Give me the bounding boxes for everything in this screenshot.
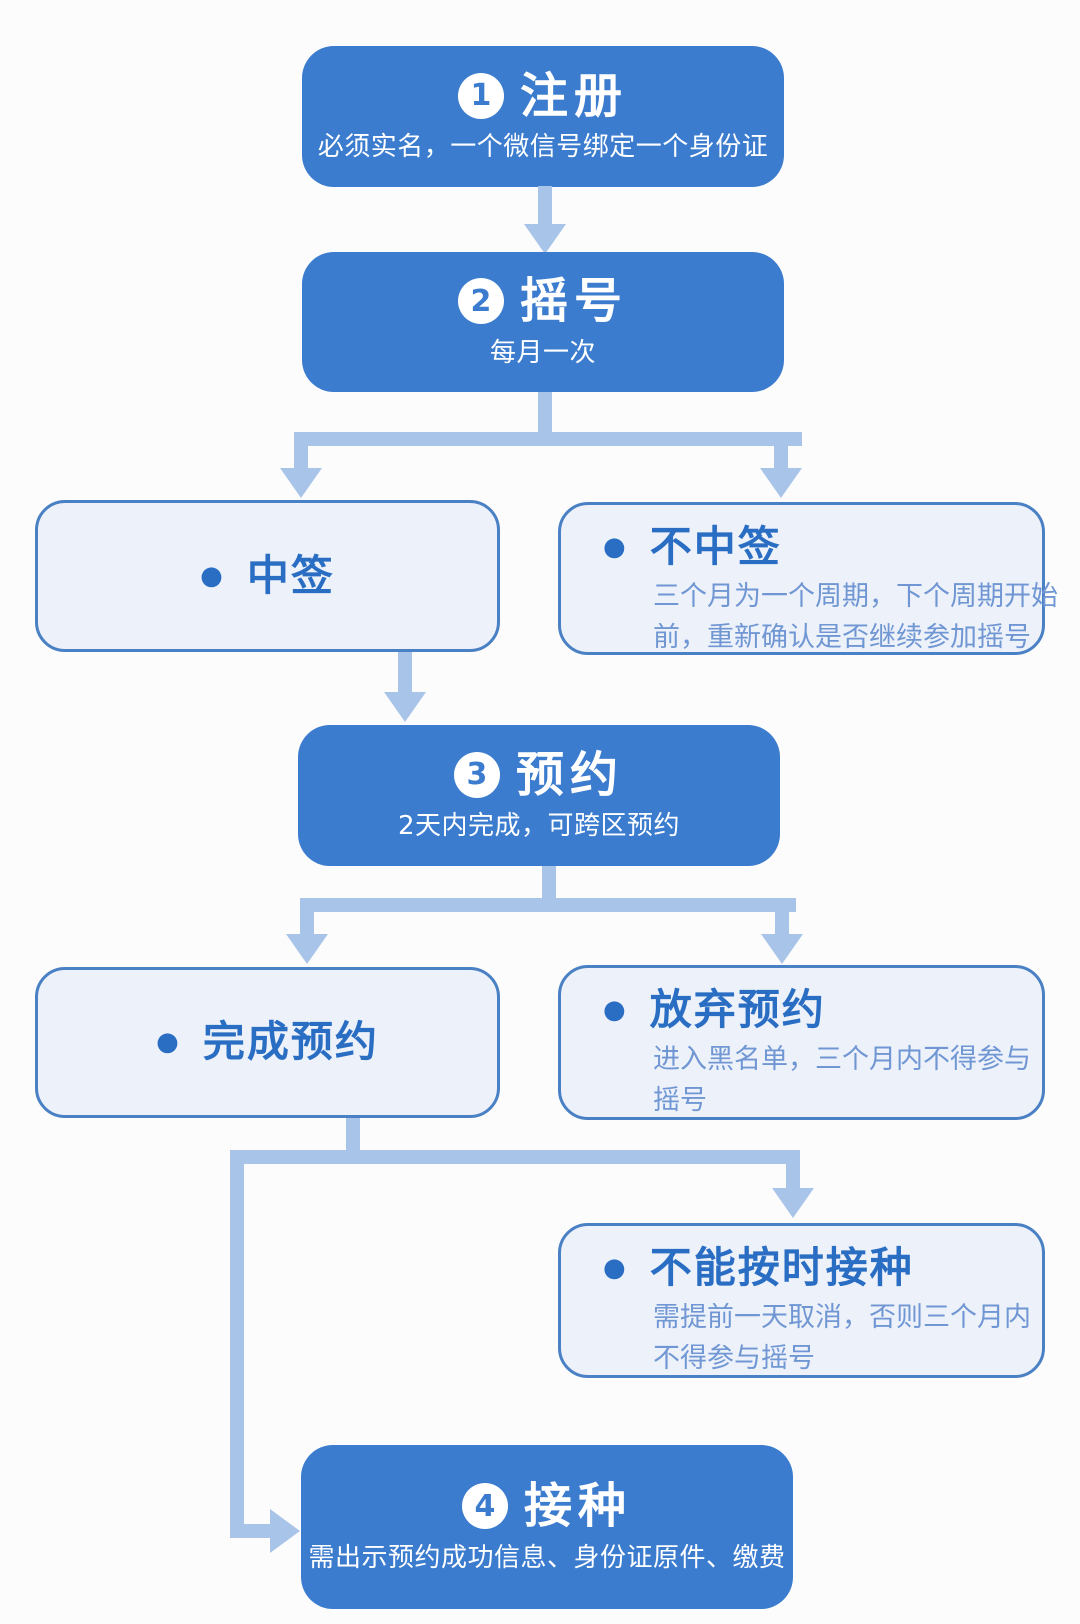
outcome-complete-title: 完成预约 bbox=[202, 1017, 379, 1067]
step-number-4-icon: 4 bbox=[461, 1483, 508, 1530]
outcome-cannot-vaccinate-title: 不能按时接种 bbox=[649, 1243, 914, 1292]
step-appointment-subtitle: 2天内完成，可跨区预约 bbox=[397, 811, 681, 842]
bullet-icon: ● bbox=[603, 1253, 626, 1284]
step-appointment-title: 预约 bbox=[515, 746, 624, 803]
arrow-down-icon bbox=[280, 468, 322, 498]
step-number-3-icon: 3 bbox=[453, 751, 500, 798]
outcome-win-title: 中签 bbox=[246, 550, 335, 600]
arrow-down-icon bbox=[524, 224, 566, 254]
step-lottery-title: 摇号 bbox=[519, 273, 628, 329]
arrow-down-icon bbox=[286, 934, 328, 964]
arrow-down-icon bbox=[760, 468, 802, 498]
connector-line bbox=[230, 1150, 244, 1538]
outcome-lose-title: 不中签 bbox=[649, 522, 782, 571]
step-register-title: 注册 bbox=[519, 67, 628, 124]
outcome-abandon-title: 放弃预约 bbox=[649, 985, 826, 1034]
outcome-abandon-title-row: ● 放弃预约 bbox=[603, 985, 1024, 1034]
step-vaccination-title-row: 4 接种 bbox=[461, 1478, 632, 1534]
bullet-icon: ● bbox=[156, 1027, 179, 1058]
outcome-lose-description: 三个月为一个周期，下个周期开始前，重新确认是否继续参加摇号 bbox=[653, 581, 1058, 653]
arrow-down-icon bbox=[384, 692, 426, 722]
step-box-lottery: 2 摇号 每月一次 bbox=[302, 252, 784, 392]
step-vaccination-title: 接种 bbox=[523, 1478, 632, 1534]
outcome-lose-title-row: ● 不中签 bbox=[603, 522, 1024, 571]
connector-line bbox=[294, 432, 308, 472]
connector-line bbox=[294, 432, 802, 446]
step-register-title-row: 1 注册 bbox=[457, 67, 628, 124]
connector-line bbox=[786, 1150, 800, 1192]
connector-line bbox=[230, 1524, 272, 1538]
step-number-1-icon: 1 bbox=[457, 72, 504, 119]
connector-line bbox=[775, 898, 789, 938]
bullet-icon: ● bbox=[603, 532, 626, 563]
outcome-cannot-vaccinate-description: 需提前一天取消，否则三个月内不得参与摇号 bbox=[653, 1302, 1031, 1374]
outcome-complete-title-row: ● 完成预约 bbox=[156, 1017, 379, 1067]
connector-line bbox=[538, 392, 552, 440]
connector-line bbox=[774, 432, 788, 472]
step-box-appointment: 3 预约 2天内完成，可跨区预约 bbox=[298, 725, 780, 866]
outcome-box-cannot-vaccinate-on-time: ● 不能按时接种 需提前一天取消，否则三个月内不得参与摇号 bbox=[558, 1223, 1045, 1378]
arrow-down-icon bbox=[772, 1188, 814, 1218]
arrow-down-icon bbox=[761, 934, 803, 964]
connector-line bbox=[230, 1150, 800, 1164]
bullet-icon: ● bbox=[200, 560, 223, 591]
step-lottery-title-row: 2 摇号 bbox=[457, 273, 628, 329]
connector-line bbox=[398, 652, 412, 696]
outcome-abandon-description: 进入黑名单，三个月内不得参与摇号 bbox=[653, 1044, 1031, 1116]
connector-line bbox=[300, 898, 796, 912]
step-box-vaccination: 4 接种 需出示预约成功信息、身份证原件、缴费 bbox=[301, 1445, 793, 1609]
step-lottery-subtitle: 每月一次 bbox=[489, 337, 596, 368]
arrow-right-icon bbox=[270, 1509, 300, 1553]
step-vaccination-subtitle: 需出示预约成功信息、身份证原件、缴费 bbox=[308, 1542, 786, 1573]
step-number-2-icon: 2 bbox=[457, 278, 504, 325]
outcome-box-win: ● 中签 bbox=[35, 500, 500, 652]
outcome-box-lose: ● 不中签 三个月为一个周期，下个周期开始前，重新确认是否继续参加摇号 bbox=[558, 502, 1058, 655]
connector-line bbox=[300, 898, 314, 938]
step-register-subtitle: 必须实名，一个微信号绑定一个身份证 bbox=[317, 132, 769, 163]
outcome-cannot-vaccinate-title-row: ● 不能按时接种 bbox=[603, 1243, 1024, 1292]
outcome-box-complete-appointment: ● 完成预约 bbox=[35, 967, 500, 1118]
outcome-win-title-row: ● 中签 bbox=[200, 550, 335, 600]
step-box-register: 1 注册 必须实名，一个微信号绑定一个身份证 bbox=[302, 46, 784, 187]
bullet-icon: ● bbox=[603, 995, 626, 1026]
connector-line bbox=[538, 186, 552, 226]
step-appointment-title-row: 3 预约 bbox=[453, 746, 624, 803]
outcome-box-abandon-appointment: ● 放弃预约 进入黑名单，三个月内不得参与摇号 bbox=[558, 965, 1045, 1120]
